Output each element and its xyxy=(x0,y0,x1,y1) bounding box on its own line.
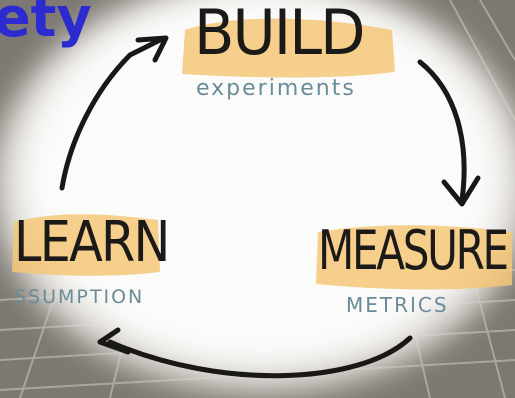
learn-title: LEARN xyxy=(14,210,170,275)
arrow-build-to-measure-head xyxy=(441,175,481,207)
cycle-arrows xyxy=(59,35,481,379)
measure-subtitle: METRICS xyxy=(346,293,449,317)
learn-subtitle: SSUMPTION xyxy=(14,286,145,308)
learn-highlight xyxy=(12,214,160,276)
arrow-build-to-measure xyxy=(417,59,467,203)
arrow-measure-to-learn xyxy=(107,335,413,379)
highlights xyxy=(12,18,512,290)
build-subtitle: experiments xyxy=(196,76,356,101)
measure-highlight xyxy=(316,225,512,290)
measure-title: MEASURE xyxy=(318,219,509,282)
arrow-learn-to-build xyxy=(59,37,163,191)
build-title: BUILD xyxy=(194,0,365,69)
arrow-learn-to-build-head xyxy=(135,35,169,63)
corner-title-fragment: ety xyxy=(0,0,92,49)
build-highlight xyxy=(182,18,395,78)
arrow-measure-to-learn-head xyxy=(97,327,131,355)
